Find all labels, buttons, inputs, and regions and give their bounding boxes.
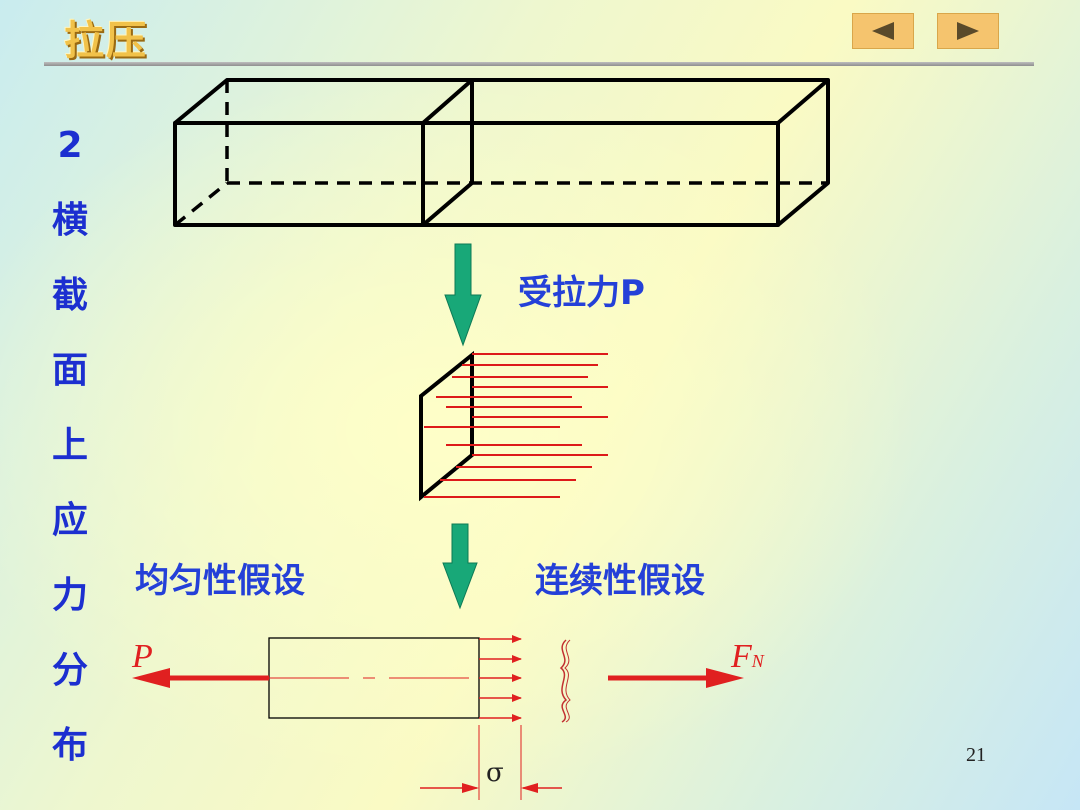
slide-title: 拉压 <box>64 17 148 64</box>
vertical-title-char: 力 <box>51 575 88 616</box>
cut-section-stress <box>419 350 608 502</box>
right-force-arrow-icon <box>706 668 744 688</box>
cut-section-bottom <box>421 181 474 227</box>
tension-label: 受拉力P <box>518 273 645 313</box>
brace-icon <box>559 639 568 723</box>
vertical-title-char: 分 <box>51 650 88 691</box>
bar-3d <box>173 78 830 227</box>
force-fn-subscript: N <box>751 651 765 671</box>
sigma-label: σ <box>486 758 504 788</box>
header-divider <box>44 62 1034 66</box>
force-p-label: P <box>131 638 153 675</box>
bar-front-face <box>173 121 780 227</box>
free-body-diagram: P FN σ <box>131 635 765 800</box>
down-arrow-icon <box>442 523 478 610</box>
vertical-title-char: 布 <box>51 725 88 766</box>
continuity-assumption-label: 连续性假设 <box>535 561 705 601</box>
cut-section-top <box>421 78 474 125</box>
vertical-title-char: 应 <box>51 500 88 541</box>
vertical-title-char: 2 <box>57 125 83 166</box>
brace-icon <box>564 639 571 723</box>
vertical-title-char: 面 <box>51 350 88 391</box>
force-fn-main: F <box>730 638 753 675</box>
force-fn-label: FN <box>730 638 765 675</box>
vertical-title-char: 上 <box>51 425 88 466</box>
vertical-section-title: 2 横 截 面 上 应 力 分 布 <box>48 108 92 783</box>
bar-edge <box>776 78 830 125</box>
left-force-arrow-icon <box>132 668 170 688</box>
triangle-left-icon <box>872 22 894 40</box>
homogeneity-assumption-label: 均匀性假设 <box>135 561 305 601</box>
prev-slide-button[interactable] <box>852 13 914 49</box>
down-arrow-icon <box>444 243 482 347</box>
bar-top-edges <box>173 78 830 227</box>
triangle-right-icon <box>957 22 979 40</box>
vertical-title-char: 横 <box>51 200 88 241</box>
page-number: 21 <box>966 744 986 766</box>
next-slide-button[interactable] <box>937 13 999 49</box>
vertical-title-char: 截 <box>51 275 88 316</box>
hidden-edges <box>173 80 828 227</box>
